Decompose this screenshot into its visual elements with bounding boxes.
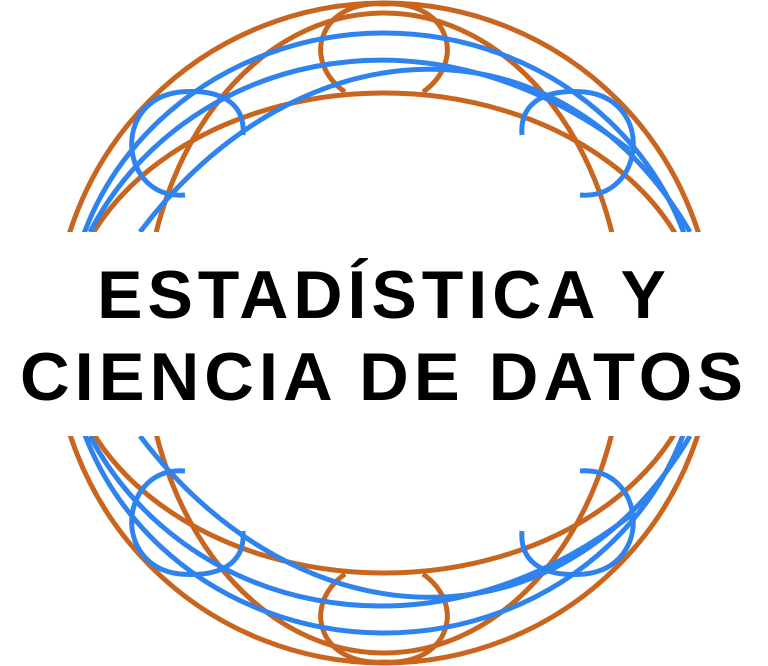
logo-line-2: CIENCIA DE DATOS [20, 339, 748, 415]
blue-rings [63, 30, 705, 636]
logo-line-1: ESTADÍSTICA Y [97, 257, 671, 333]
